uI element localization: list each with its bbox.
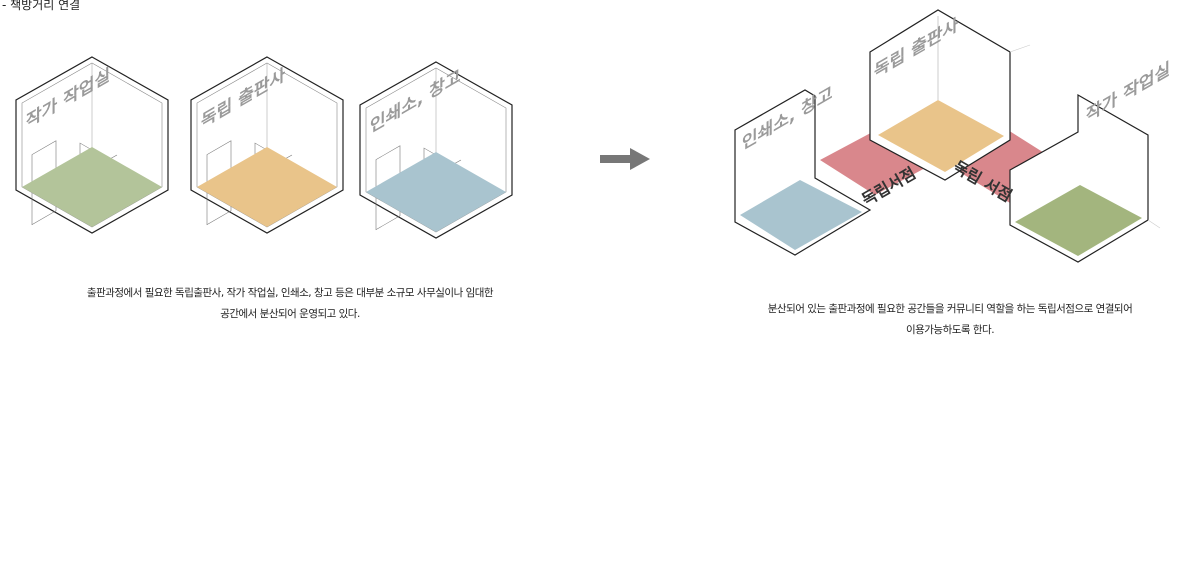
room-print-warehouse: 인쇄소, 창고: [359, 61, 513, 239]
floor-print: [740, 180, 862, 250]
room-indie-publisher: 독립 출판사: [190, 56, 344, 234]
connected-bookstore-composite: 인쇄소, 창고 독립 출판사 작가 작업실 독립서점 독립 서점: [734, 9, 1170, 263]
caption-line: 출판과정에서 필요한 독립출판사, 작가 작업실, 인쇄소, 창고 등은 대부분…: [86, 287, 494, 299]
caption-line: 분산되어 있는 출판과정에 필요한 공간들을 커뮤니티 역할을 하는 독립서점으…: [767, 303, 1133, 315]
floor-writer: [1015, 185, 1142, 256]
before-caption: 출판과정에서 필요한 독립출판사, 작가 작업실, 인쇄소, 창고 등은 대부분…: [40, 283, 540, 325]
room-writer-studio: 작가 작업실: [15, 56, 169, 234]
after-caption: 분산되어 있는 출판과정에 필요한 공간들을 커뮤니티 역할을 하는 독립서점으…: [700, 299, 1200, 341]
floor: [22, 147, 162, 227]
floor: [197, 147, 337, 227]
right-arrow-icon: [600, 148, 650, 170]
caption-line: 이용가능하도록 한다.: [905, 324, 995, 336]
section-title: - 책방거리 연결: [2, 0, 81, 12]
floor: [366, 152, 506, 232]
caption-line: 공간에서 분산되어 운영되고 있다.: [220, 308, 360, 320]
floor-publisher: [878, 100, 1004, 172]
room-label: 작가 작업실: [1086, 58, 1170, 127]
